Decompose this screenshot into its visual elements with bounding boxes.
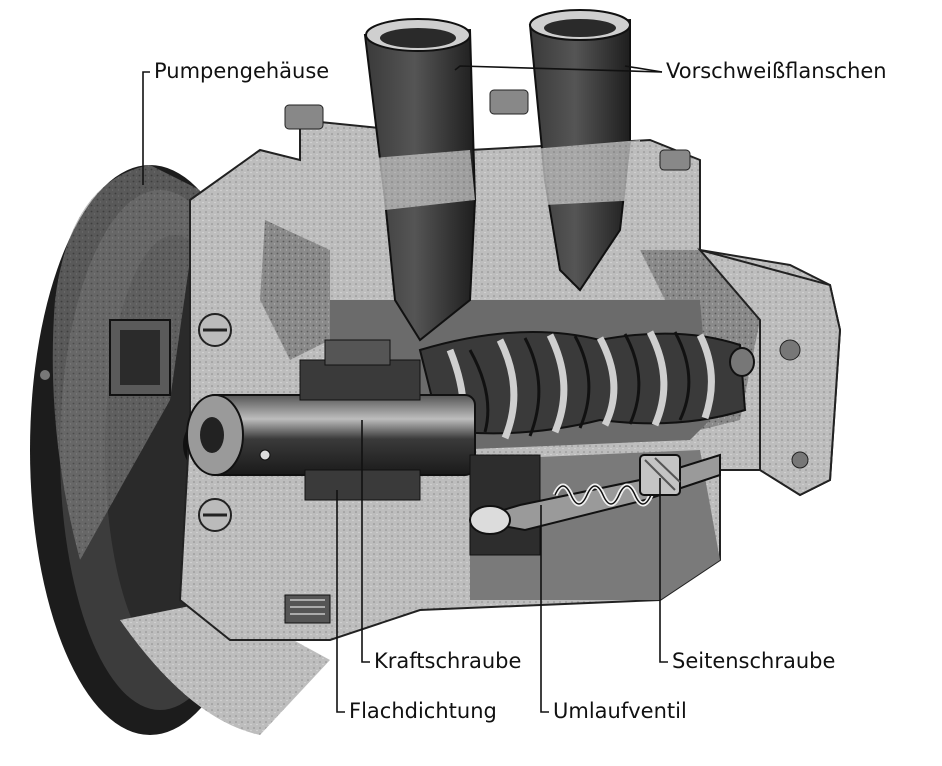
label-umlaufventil: Umlaufventil xyxy=(551,699,689,723)
weld-neck-flanges xyxy=(350,9,640,342)
leader-vorschweissflanschen-2 xyxy=(624,65,663,73)
label-vorschweissflanschen: Vorschweißflanschen xyxy=(664,59,889,83)
label-seitenschraube: Seitenschraube xyxy=(670,649,838,673)
leader-umlaufventil xyxy=(540,505,549,713)
leader-vorschweissflanschen xyxy=(454,65,663,73)
leader-flachdichtung xyxy=(336,490,345,713)
leader-kraftschraube xyxy=(361,420,370,663)
leader-seitenschraube xyxy=(659,478,668,663)
label-pumpengehaeuse: Pumpengehäuse xyxy=(152,59,332,83)
label-kraftschraube: Kraftschraube xyxy=(372,649,524,673)
leader-pumpengehaeuse xyxy=(142,71,150,185)
bypass-valve xyxy=(469,453,721,556)
leader-lines xyxy=(142,65,668,713)
screw-spindles xyxy=(418,330,755,440)
drive-shaft xyxy=(186,339,476,501)
label-flachdichtung: Flachdichtung xyxy=(347,699,499,723)
